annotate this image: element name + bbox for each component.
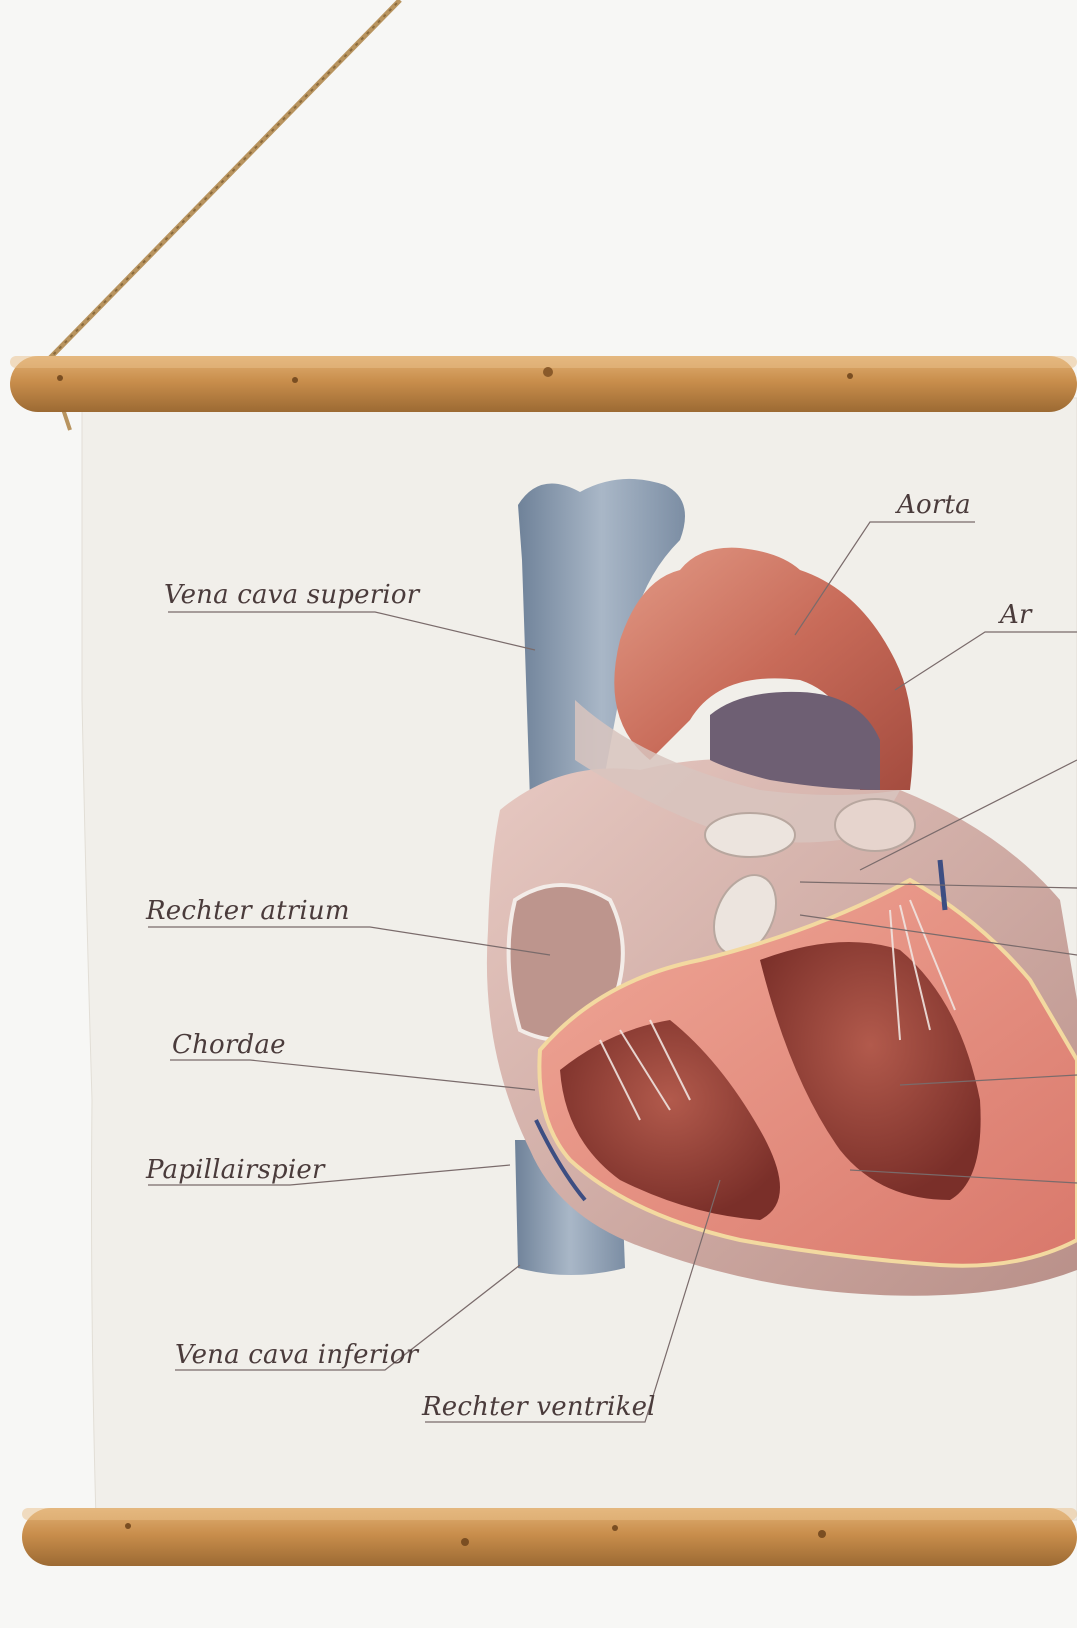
bottom-wooden-rod bbox=[22, 1508, 1077, 1566]
label-papillairspier: Papillairspier bbox=[146, 1155, 325, 1185]
label-chordae: Chordae bbox=[172, 1030, 286, 1060]
top-wooden-rod bbox=[10, 356, 1077, 412]
label-vena-cava-inferior: Vena cava inferior bbox=[175, 1340, 418, 1370]
label-rechter-ventrikel: Rechter ventrikel bbox=[422, 1392, 656, 1422]
label-vena-cava-superior: Vena cava superior bbox=[164, 580, 419, 610]
label-rechter-atrium: Rechter atrium bbox=[146, 896, 350, 926]
pulmonary-valve bbox=[705, 813, 795, 857]
label-arteria-cut: Ar bbox=[1000, 600, 1032, 630]
label-aorta: Aorta bbox=[897, 490, 971, 520]
